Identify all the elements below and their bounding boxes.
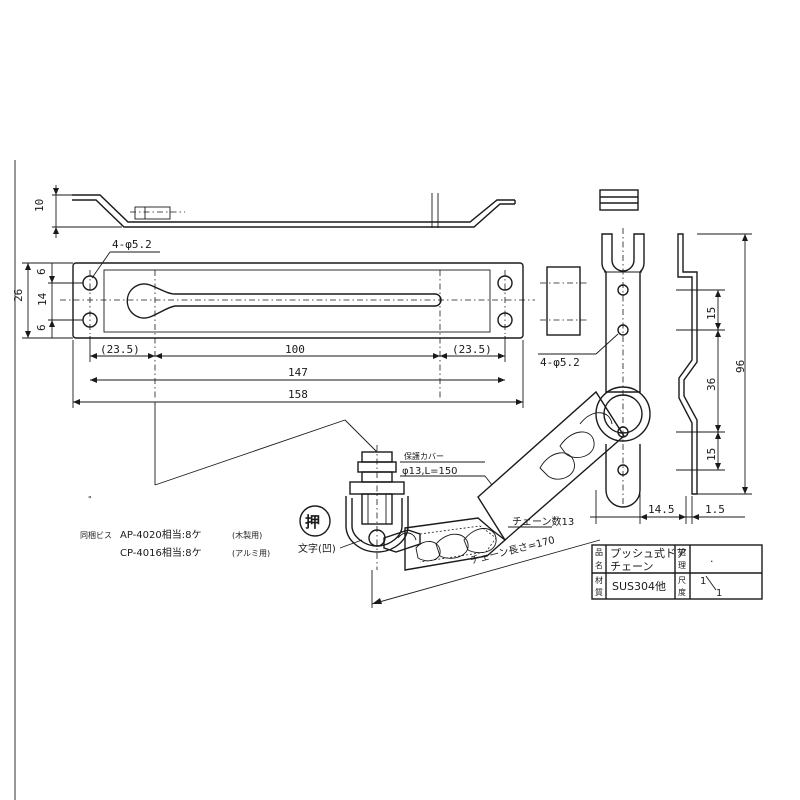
text-mark: 文字(凹) [298, 542, 336, 555]
dim-23-5-right: (23.5) [452, 343, 492, 356]
hole-callout-left-group: 4-φ5.2 [91, 238, 160, 279]
plate-side-view [72, 193, 516, 228]
dim-15-bottom: 15 [705, 448, 718, 461]
chain-length: チェーン長さ=170 [469, 534, 556, 567]
chain-count: チェーン数13 [512, 515, 574, 528]
dim-158: 158 [288, 388, 308, 401]
dim-26: 26 [12, 289, 25, 302]
dim-10-group: 10 [33, 185, 122, 238]
bracket-side-view: 96 15 36 15 [676, 233, 752, 495]
dim-23-5-left: (23.5) [100, 343, 140, 356]
dim-6-bottom: 6 [35, 324, 48, 331]
plate-end-view [540, 266, 588, 336]
bracket-front-view [595, 228, 651, 508]
tb-scale-den: 1 [716, 588, 722, 599]
dot-mark: " [88, 495, 92, 504]
tb-material: SUS304他 [612, 580, 666, 593]
hole-callout-left: 4-φ5.2 [112, 238, 152, 251]
dim-14: 14 [36, 292, 49, 306]
tb-name-line2: チェーン [610, 560, 653, 573]
slot [126, 283, 442, 319]
title-block: 品 名 プッシュ式ドア チェーン 処 理 . 材 質 SUS304他 尺 度 1… [591, 544, 763, 600]
tb-name-line1: プッシュ式ドア [610, 547, 687, 560]
bracket-top-view [599, 189, 639, 211]
chain-cover: 保護カバー φ13,L=150 チェーン数13 チェーン長さ=170 [371, 390, 625, 608]
tb-shaku-label-2: 度 [678, 587, 686, 597]
dim-14-5: 14.5 [648, 503, 675, 516]
push-mark: 押 文字(凹) [298, 505, 363, 555]
screws-line2-note: (アルミ用) [232, 549, 270, 558]
dim-15-top: 15 [705, 307, 718, 320]
screws-note: 同梱ビス AP-4020相当:8ケ (木製用) CP-4016相当:8ケ (アル… [80, 528, 270, 559]
dim-1-5: 1.5 [705, 503, 725, 516]
screws-title: 同梱ビス [80, 530, 112, 540]
push-symbol: 押 [305, 513, 320, 531]
cover-title: 保護カバー [404, 451, 444, 461]
dim-36: 36 [705, 378, 718, 391]
screws-line1: AP-4020相当:8ケ [120, 528, 201, 541]
plate-front-view [60, 262, 535, 400]
screws-line2: CP-4016相当:8ケ [120, 546, 202, 559]
dim-100: 100 [285, 343, 305, 356]
tb-scale-num: 1 [700, 576, 706, 587]
tb-zai-label-1: 材 [595, 575, 603, 585]
vertical-dims-left: 26 6 14 6 [12, 262, 83, 339]
hole-callout-right: 4-φ5.2 [540, 356, 580, 369]
chain-links [397, 412, 613, 562]
screws-line1-note: (木製用) [232, 530, 262, 540]
cover-spec: φ13,L=150 [402, 466, 458, 477]
dim-10: 10 [33, 199, 46, 212]
tb-shori-label-2: 理 [678, 561, 686, 570]
tb-shori-value: . [710, 552, 714, 565]
push-button-assembly [154, 402, 421, 570]
dim-96: 96 [734, 360, 747, 373]
horizontal-dims-plate: (23.5) 100 (23.5) 147 158 [72, 336, 524, 408]
tb-shori-label-1: 処 [678, 547, 686, 557]
hole-callout-right-group: 4-φ5.2 [538, 333, 619, 369]
ring-outer [595, 386, 651, 442]
dim-6-top: 6 [35, 268, 48, 275]
dim-147: 147 [288, 366, 308, 379]
bracket-bottom-dims: 14.5 1.5 [590, 490, 745, 524]
tb-hin-label-1: 品 [595, 548, 603, 557]
tb-zai-label-2: 質 [595, 587, 603, 597]
tb-shaku-label-1: 尺 [678, 576, 686, 585]
tb-hin-label-2: 名 [595, 560, 603, 570]
